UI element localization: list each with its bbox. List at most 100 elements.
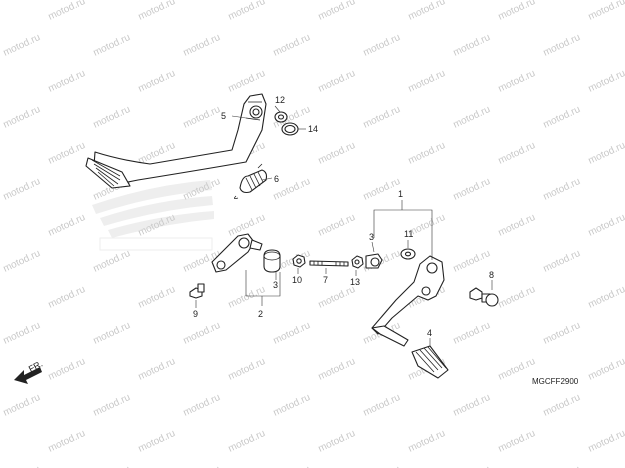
watermark-text: motod.ru [47, 428, 87, 455]
watermark-text: motod.ru [137, 356, 177, 383]
watermark-text: motod.ru [497, 212, 537, 239]
washer-12[interactable] [274, 111, 288, 123]
watermark-text: motod.ru [587, 356, 625, 383]
rod-end-3b[interactable] [365, 253, 383, 269]
watermark-text: motod.ru [542, 320, 582, 347]
watermark-text: motod.ru [272, 464, 312, 468]
watermark-text: motod.ru [317, 356, 357, 383]
group-bracket-2 [245, 270, 281, 297]
watermark-text: motod.ru [362, 104, 402, 131]
watermark-text: motod.ru [587, 284, 625, 311]
watermark-text: motod.ru [227, 0, 267, 23]
shift-arm-2[interactable] [211, 233, 263, 273]
watermark-text: motod.ru [407, 428, 447, 455]
watermark-text: motod.ru [2, 176, 42, 203]
watermark-text: motod.ru [497, 140, 537, 167]
watermark-text: motod.ru [182, 464, 222, 468]
watermark-text: motod.ru [587, 212, 625, 239]
callout-3a: 3 [273, 280, 278, 290]
watermark-text: motod.ru [362, 392, 402, 419]
watermark-text: motod.ru [47, 284, 87, 311]
shift-pedal-1[interactable] [371, 255, 445, 347]
nut-13[interactable] [351, 255, 364, 269]
bushing-3a[interactable] [263, 249, 281, 273]
watermark-text: motod.ru [47, 0, 87, 23]
callout-3b: 3 [369, 232, 374, 242]
watermark-text: motod.ru [452, 320, 492, 347]
watermark-text: motod.ru [317, 428, 357, 455]
watermark-text: motod.ru [92, 104, 132, 131]
watermark-text: motod.ru [137, 68, 177, 95]
return-spring-6[interactable] [234, 163, 268, 200]
watermark-text: motod.ru [2, 104, 42, 131]
watermark-text: motod.ru [2, 464, 42, 468]
clip-14[interactable] [281, 122, 299, 136]
watermark-text: motod.ru [227, 284, 267, 311]
watermark-text: motod.ru [272, 320, 312, 347]
watermark-text: motod.ru [92, 320, 132, 347]
callout-7: 7 [323, 275, 328, 285]
watermark-text: motod.ru [542, 104, 582, 131]
callout-1: 1 [398, 189, 403, 199]
front-arrow: FR. [14, 358, 44, 384]
watermark-text: motod.ru [137, 428, 177, 455]
diagram-code: MGCFF2900 [532, 377, 579, 386]
callout-13: 13 [350, 277, 360, 287]
watermark-text: motod.ru [92, 248, 132, 275]
honda-wing-logo [92, 180, 214, 251]
watermark-text: motod.ru [452, 176, 492, 203]
callout-6: 6 [274, 174, 279, 184]
watermark-text: motod.ru [272, 392, 312, 419]
watermark-text: motod.ru [47, 212, 87, 239]
callout-2: 2 [258, 309, 263, 319]
leader-lines [195, 105, 493, 346]
watermark-text: motod.ru [227, 356, 267, 383]
callout-5: 5 [221, 111, 226, 121]
watermark-text: motod.ru [587, 428, 625, 455]
watermark-text: motod.ru [587, 140, 625, 167]
watermark-text: motod.ru [587, 68, 625, 95]
callout-12: 12 [275, 95, 285, 105]
watermark-text: motod.ru [317, 140, 357, 167]
watermark-text: motod.ru [497, 356, 537, 383]
watermark-text: motod.ru [452, 464, 492, 468]
watermark-text: motod.ru [227, 428, 267, 455]
bolt-9[interactable] [189, 283, 205, 299]
pedal-arm-upper[interactable] [85, 93, 267, 189]
watermark-text: motod.ru [227, 68, 267, 95]
watermark-text: motod.ru [47, 356, 87, 383]
watermark-text: motod.ru [182, 320, 222, 347]
watermark-text: motod.ru [542, 248, 582, 275]
watermark-text: motod.ru [497, 0, 537, 23]
callout-8: 8 [489, 270, 494, 280]
nut-10[interactable] [292, 254, 306, 268]
watermark-text: motod.ru [182, 392, 222, 419]
watermark-text: motod.ru [137, 284, 177, 311]
watermark-text: motod.ru [497, 428, 537, 455]
watermark-text: motod.ru [452, 392, 492, 419]
watermark-text: motod.ru [407, 0, 447, 23]
watermark-text: motod.ru [542, 176, 582, 203]
watermark-text: motod.ru [2, 320, 42, 347]
callout-14: 14 [308, 124, 318, 134]
pedal-rubber-4[interactable] [411, 345, 449, 379]
watermark-text: motod.ru [317, 212, 357, 239]
watermark-text: motod.ru [452, 248, 492, 275]
callout-11: 11 [404, 229, 413, 239]
watermark-text: motod.ru [542, 464, 582, 468]
watermark-text: motod.ru [542, 392, 582, 419]
watermark-text: motod.ru [452, 32, 492, 59]
watermark-text: motod.ru [362, 176, 402, 203]
washer-11[interactable] [400, 248, 416, 260]
bolt-8[interactable] [469, 287, 499, 307]
watermark-text: motod.ru [47, 68, 87, 95]
watermark-text: motod.ru [362, 464, 402, 468]
watermark-text: motod.ru [587, 0, 625, 23]
tie-rod-7[interactable] [309, 260, 349, 267]
group-bracket-1 [373, 209, 433, 260]
watermark-text: motod.ru [497, 68, 537, 95]
watermark-text: motod.ru [542, 32, 582, 59]
